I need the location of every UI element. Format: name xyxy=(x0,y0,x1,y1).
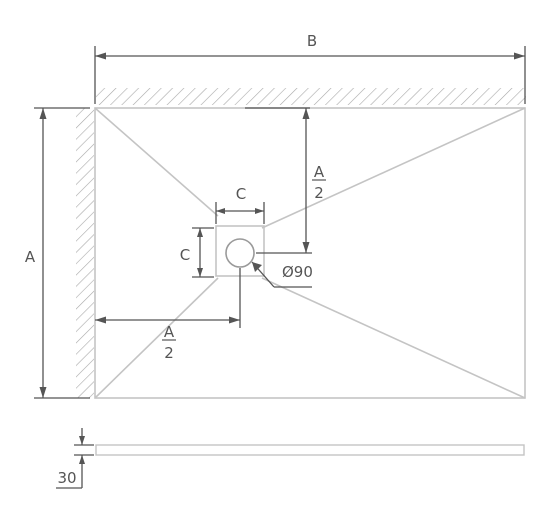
arrowhead xyxy=(197,228,203,237)
dim-half-a-top-denominator: 2 xyxy=(314,184,324,202)
arrowhead xyxy=(252,262,262,272)
arrowhead xyxy=(302,242,310,253)
arrowhead xyxy=(229,316,240,324)
dim-b-label: B xyxy=(307,32,317,50)
slope-line-top-right xyxy=(261,107,526,229)
arrowhead xyxy=(79,455,85,464)
dimension-lines xyxy=(34,46,526,489)
top-wall-hatch xyxy=(96,88,526,105)
dim-c-vertical-label: C xyxy=(180,246,190,264)
dim-a-label: A xyxy=(25,248,36,266)
dim-c-horizontal-label: C xyxy=(236,185,246,203)
arrowhead xyxy=(39,387,47,398)
dim-half-a-top-numerator: A xyxy=(314,163,325,181)
drain-circle xyxy=(225,238,255,268)
arrowhead xyxy=(95,316,106,324)
tray-side-profile xyxy=(95,444,525,456)
slope-line-top-left xyxy=(94,107,219,217)
arrowhead xyxy=(514,52,525,60)
arrowheads xyxy=(39,52,525,464)
slope-line-bottom-left xyxy=(94,277,219,399)
drain-diameter-label: Ø90 xyxy=(282,263,313,281)
arrowhead xyxy=(216,208,225,214)
dimension-labels: B A A 2 A 2 C C Ø90 30 xyxy=(25,32,326,487)
arrowhead xyxy=(302,108,310,119)
arrowhead xyxy=(197,268,203,277)
dim-half-a-left-numerator: A xyxy=(164,323,175,341)
thickness-label: 30 xyxy=(57,469,76,487)
dim-half-a-left-denominator: 2 xyxy=(164,344,174,362)
arrowhead xyxy=(95,52,106,60)
slope-line-bottom-right xyxy=(261,277,526,399)
arrowhead xyxy=(79,436,85,445)
arrowhead xyxy=(39,108,47,119)
wall-hatching xyxy=(76,88,526,398)
arrowhead xyxy=(255,208,264,214)
left-wall-hatch xyxy=(76,108,94,398)
